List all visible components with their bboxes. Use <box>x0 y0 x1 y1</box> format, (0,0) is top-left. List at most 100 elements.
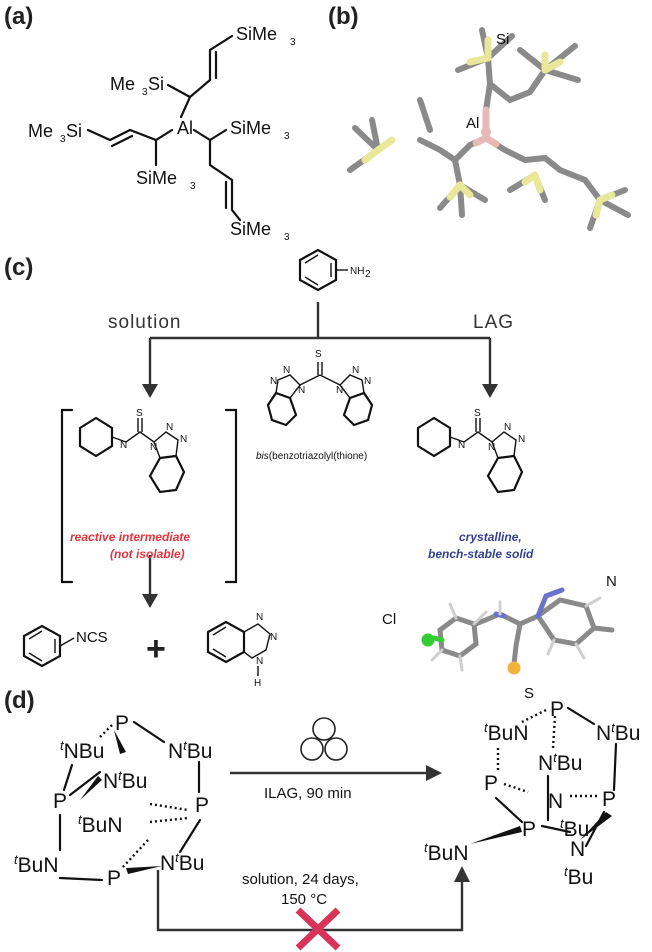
svg-text:N: N <box>336 385 343 396</box>
me3si-left: Me <box>110 74 135 94</box>
plus-sign: + <box>146 630 166 668</box>
svg-text:NtBu: NtBu <box>103 768 147 793</box>
simethyl-top: SiMe <box>236 24 277 44</box>
cyclophosphazane-cage-product: P tBuN NtBu NtBu P P N P tBu tBuN N tBu <box>424 698 640 889</box>
me3si-far-left: Me <box>28 121 53 141</box>
svg-text:N: N <box>120 440 127 451</box>
svg-text:N: N <box>488 442 495 453</box>
svg-text:N: N <box>150 442 157 453</box>
cyclophosphazane-reactant: P tNBu NtBu NtBu P P tBuN tBuN NtBu P <box>14 712 212 890</box>
phenyl-isothiocyanate: NCS <box>22 624 108 668</box>
svg-text:N: N <box>180 434 187 445</box>
svg-text:3: 3 <box>284 131 290 142</box>
svg-text:P: P <box>195 794 209 817</box>
simethyl-right: SiMe <box>230 118 271 138</box>
chlorine-atom <box>421 633 435 647</box>
svg-text:tBuN: tBuN <box>14 852 58 877</box>
branch-arrows <box>142 302 498 608</box>
panel-d-label: (d) <box>4 687 35 714</box>
crystal-structure-c: Cl N S <box>382 573 617 702</box>
svg-text:P: P <box>550 698 564 721</box>
lag-label: LAG <box>473 312 514 333</box>
ilag-condition: ILAG, 90 min <box>264 785 352 802</box>
svg-text:P: P <box>53 790 67 813</box>
panel-a-structure: Al SiMe 3 Me 3 Si Me 3 Si SiMe 3 SiMe 3 … <box>28 24 296 243</box>
sulfur-atom <box>507 661 521 675</box>
solution-condition-2: 150 °C <box>281 891 327 908</box>
svg-text:NH: NH <box>350 266 364 277</box>
bench-stable-label: bench-stable solid <box>428 547 534 561</box>
svg-text:NtBu: NtBu <box>160 850 204 875</box>
svg-text:3: 3 <box>142 87 148 98</box>
not-isolable-label: (not isolable) <box>110 547 185 561</box>
panel-b-label: (b) <box>328 3 359 30</box>
svg-text:P: P <box>115 712 129 735</box>
svg-text:N: N <box>364 376 371 387</box>
svg-text:NCS: NCS <box>76 629 108 646</box>
panel-b-crystal-model: Si Al <box>347 27 631 231</box>
n-label-crystal: N <box>606 573 617 590</box>
svg-text:tBuN: tBuN <box>78 812 122 837</box>
svg-text:N: N <box>548 790 563 813</box>
svg-text:3: 3 <box>60 134 66 145</box>
svg-text:H: H <box>254 678 261 689</box>
svg-text:tBu: tBu <box>560 816 589 841</box>
svg-text:N: N <box>283 365 290 376</box>
svg-text:3: 3 <box>190 181 196 192</box>
solution-condition-1: solution, 24 days, <box>242 871 359 888</box>
aniline: NH 2 <box>298 248 371 292</box>
reactive-intermediate-label: reactive intermediate <box>70 530 190 544</box>
svg-text:N: N <box>352 365 359 376</box>
svg-text:S: S <box>315 349 322 360</box>
svg-text:N: N <box>518 434 525 445</box>
simethyl-bottom: SiMe <box>230 219 271 239</box>
svg-text:N: N <box>270 632 277 643</box>
svg-text:N: N <box>504 422 511 433</box>
svg-text:P: P <box>107 867 121 890</box>
bracket-left <box>60 408 74 584</box>
solution-label: solution <box>108 312 182 333</box>
ilag-arrow: ILAG, 90 min <box>230 717 442 802</box>
svg-text:S: S <box>136 408 143 419</box>
svg-text:NtBu: NtBu <box>596 720 640 745</box>
cl-label: Cl <box>382 611 396 628</box>
al-atom-label: Al <box>177 118 193 138</box>
svg-text:N: N <box>298 385 305 396</box>
svg-text:3: 3 <box>290 37 296 48</box>
bis-benzotriazolyl-thione: S N N N N N N <box>266 349 374 427</box>
benzotriazole: N N N H <box>206 612 277 689</box>
svg-text:tNBu: tNBu <box>60 738 104 763</box>
s-label-crystal: S <box>524 685 534 702</box>
svg-text:NtBu: NtBu <box>538 750 582 775</box>
svg-text:P: P <box>484 772 498 795</box>
thiocarbamoyl-product-right: S N N N N <box>416 408 525 494</box>
al-atom-label-3d: Al <box>466 115 479 132</box>
svg-text:NtBu: NtBu <box>168 738 212 763</box>
svg-text:N: N <box>256 612 263 623</box>
cross-icon <box>295 907 341 951</box>
svg-text:P: P <box>602 788 616 811</box>
svg-text:tBuN: tBuN <box>484 720 528 745</box>
svg-text:Si: Si <box>66 121 82 141</box>
crystalline-label: crystalline, <box>459 530 522 544</box>
svg-text:tBu: tBu <box>564 864 593 889</box>
solution-path-failed: solution, 24 days, 150 °C <box>156 866 470 951</box>
svg-text:3: 3 <box>284 232 290 243</box>
svg-text:N: N <box>256 656 263 667</box>
bracket-right <box>224 408 238 584</box>
svg-text:S: S <box>474 408 481 419</box>
bis-caption: bis(benzotriazolyl(thione) <box>256 451 367 462</box>
svg-text:2: 2 <box>365 269 371 280</box>
svg-text:N: N <box>570 838 585 861</box>
panel-a-label: (a) <box>4 3 33 30</box>
simethyl-mid: SiMe <box>136 168 177 188</box>
svg-text:Si: Si <box>148 74 164 94</box>
svg-text:tBuN: tBuN <box>424 840 468 865</box>
thiocarbamoyl-intermediate-left: S N N N N <box>78 408 187 494</box>
svg-text:N: N <box>166 422 173 433</box>
si-atom-label: Si <box>496 31 509 48</box>
svg-text:P: P <box>522 818 536 841</box>
svg-text:N: N <box>270 376 277 387</box>
svg-text:N: N <box>458 440 465 451</box>
